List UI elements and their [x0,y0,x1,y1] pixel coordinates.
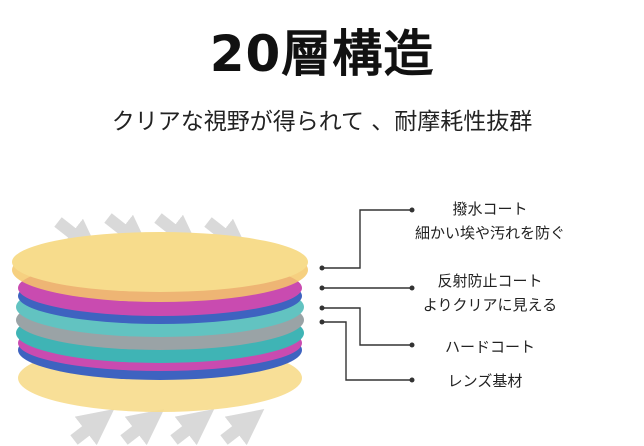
connector-dot [319,319,325,325]
connector-line [322,209,412,269]
label-hard-coat: ハードコート [445,338,535,356]
label-anti-reflection: 反射防止コート [437,272,542,290]
lens-layers [12,232,308,412]
bottom-arrows [70,409,265,446]
connector-line [322,321,412,381]
arrow-icon [170,409,215,446]
title: 20層構造 [209,25,435,83]
arrow-icon [120,409,165,446]
label-lens-base: レンズ基材 [448,372,523,390]
label-water-repellent: 撥水コート [452,200,527,218]
connector-lines [322,209,412,381]
connector-dot [409,342,415,348]
connector-dots [319,207,415,383]
arrow-icon [220,409,265,446]
connector-dot [319,285,325,291]
connector-line [322,307,412,346]
subtitle: クリアな視野が得られて 、耐摩耗性抜群 [111,109,533,135]
connector-dot [319,305,325,311]
top-yellow-layer [12,232,308,292]
connector-dot [409,207,415,213]
label-anti-reflection-desc: よりクリアに見える [423,296,557,314]
connector-dot [409,285,415,291]
arrow-icon [70,409,115,446]
label-water-repellent-desc: 細かい埃や汚れを防ぐ [415,224,565,242]
layer-labels: 撥水コート 細かい埃や汚れを防ぐ 反射防止コート よりクリアに見える ハードコー… [415,200,565,390]
connector-dot [409,377,415,383]
connector-dot [319,265,325,271]
